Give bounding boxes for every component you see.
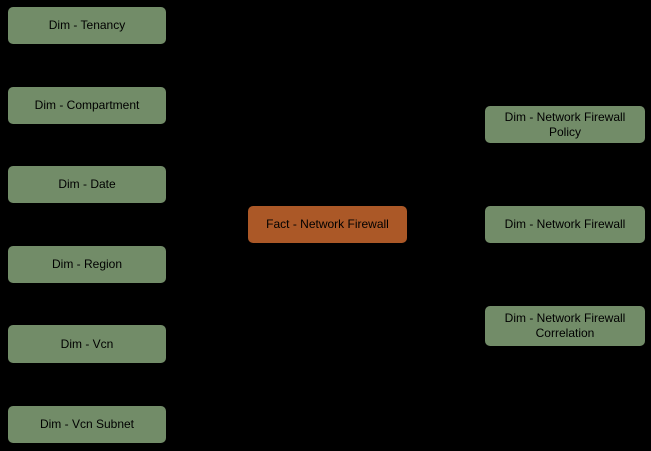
dim-node-label: Dim - Date bbox=[58, 177, 116, 191]
dim-node-label: Dim - Network Firewall Correlation bbox=[504, 311, 626, 340]
dim-node-region: Dim - Region bbox=[8, 246, 166, 283]
dim-node-vcn: Dim - Vcn bbox=[8, 325, 166, 363]
dim-node-date: Dim - Date bbox=[8, 166, 166, 203]
dim-node-label: Dim - Vcn bbox=[60, 336, 114, 351]
dim-node-compartment: Dim - Compartment bbox=[8, 87, 166, 124]
dim-node-label: Dim - Network Firewall bbox=[504, 217, 626, 231]
dim-node-label: Dim - Tenancy bbox=[48, 18, 126, 32]
dim-node-label: Dim - Region bbox=[51, 257, 123, 271]
dim-node-label: Dim - Network Firewall Policy bbox=[504, 109, 626, 139]
dim-node-label: Dim - Vcn Subnet bbox=[39, 417, 135, 431]
dim-node-label: Dim - Compartment bbox=[34, 98, 140, 112]
dim-node-network-firewall: Dim - Network Firewall bbox=[485, 206, 645, 243]
dim-node-tenancy: Dim - Tenancy bbox=[8, 7, 166, 44]
fact-node-label: Fact - Network Firewall bbox=[266, 217, 389, 231]
fact-node-network-firewall: Fact - Network Firewall bbox=[248, 206, 407, 243]
dim-node-network-firewall-policy: Dim - Network Firewall Policy bbox=[485, 106, 645, 143]
dim-node-network-firewall-correlation: Dim - Network Firewall Correlation bbox=[485, 306, 645, 346]
dim-node-vcn-subnet: Dim - Vcn Subnet bbox=[8, 406, 166, 443]
